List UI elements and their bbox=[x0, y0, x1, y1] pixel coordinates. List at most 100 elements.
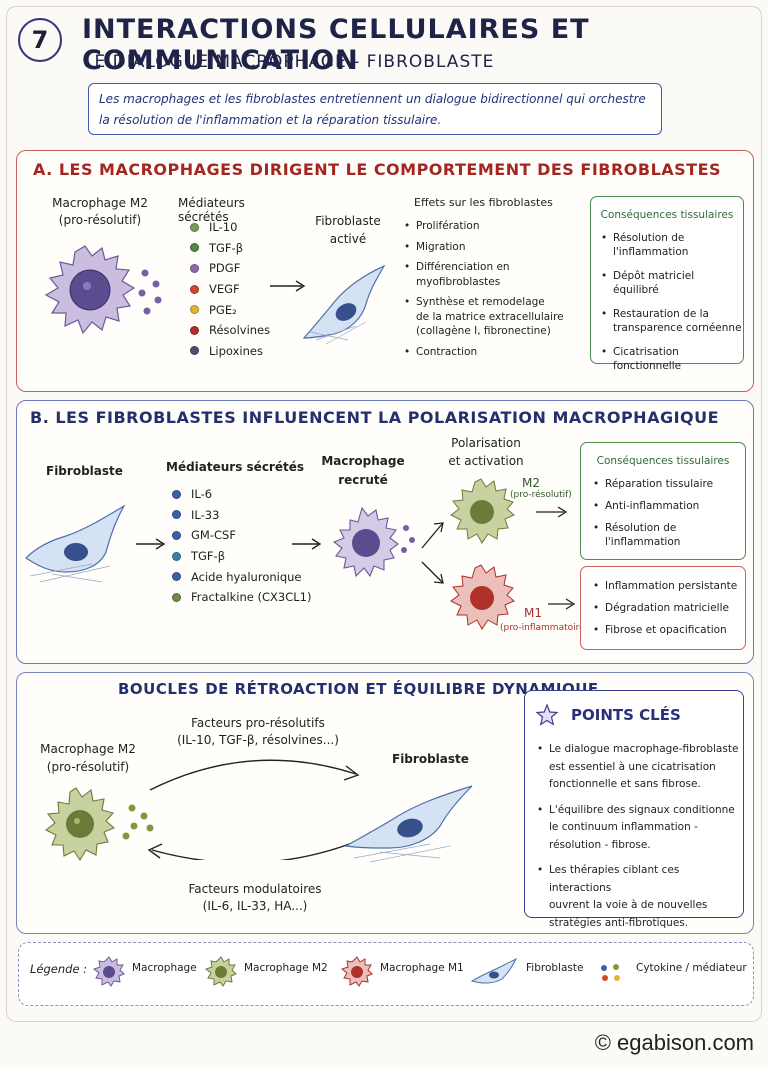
c-top-label: Facteurs pro-résolutifs (IL-10, TGF-β, r… bbox=[177, 716, 339, 747]
a-effect-item: Migration bbox=[404, 240, 592, 255]
a-macrophage-sub: (pro-résolutif) bbox=[58, 213, 142, 227]
b-m1-consequence-item: Fibrose et opacification bbox=[593, 623, 745, 637]
cytokine-dot-icon bbox=[190, 263, 199, 273]
a-macrophage-label: Macrophage M2 (pro-résolutif) bbox=[40, 196, 160, 227]
cytokine-dot-icon bbox=[190, 222, 199, 232]
page-subtitle: LE DIALOGUE MACROPHAGE - FIBROBLASTE bbox=[84, 52, 495, 72]
legend-macrophage-icon bbox=[92, 956, 125, 987]
a-consequences-list: Résolution de l'inflammation Dépôt matri… bbox=[601, 231, 743, 373]
b-m1-consequences-list: Inflammation persistante Dégradation mat… bbox=[593, 579, 745, 637]
b-split-arrows-icon bbox=[421, 522, 444, 584]
a-macrophage-name: Macrophage M2 bbox=[52, 196, 148, 210]
cytokine-dot-icon bbox=[190, 243, 199, 253]
b-recruited-macrophage-cell bbox=[332, 506, 415, 578]
c-fibroblast-label: Fibroblaste bbox=[392, 752, 469, 766]
a-effect-item: Différenciation en myofibroblastes bbox=[404, 260, 592, 289]
b-fibroblast-cell bbox=[25, 504, 126, 583]
c-feedback-loop-arrows bbox=[147, 759, 361, 860]
b-m2-arrow-icon bbox=[536, 506, 568, 518]
intro-line-2: la résolution de l'inflammation et la ré… bbox=[99, 113, 442, 127]
a-effect-item: Prolifération bbox=[404, 219, 592, 234]
a-mediators-title: Médiateurs sécrétés bbox=[178, 196, 245, 224]
b-m1-sub: (pro-inflammatoire) bbox=[500, 623, 589, 633]
b-mediator-item: IL-6 bbox=[172, 484, 311, 505]
key-point-item: Le dialogue macrophage-fibroblaste est e… bbox=[537, 741, 743, 794]
key-points-list: Le dialogue macrophage-fibroblaste est e… bbox=[537, 741, 743, 932]
b-consequences-title: Conséquences tissulaires bbox=[596, 455, 730, 467]
macrophage-icon bbox=[332, 506, 399, 578]
cytokine-dot-icon bbox=[172, 592, 181, 602]
cytokine-dot-icon bbox=[172, 551, 181, 561]
b-mediator-item: Acide hyaluronique bbox=[172, 566, 311, 587]
legend-box bbox=[18, 942, 754, 1006]
macrophage-m2-icon bbox=[450, 478, 515, 544]
legend-fibroblast-icon bbox=[470, 957, 518, 984]
a-effects-title: Effets sur les fibroblastes bbox=[414, 196, 553, 209]
b-m1-arrow-icon bbox=[548, 598, 576, 610]
b-mediators-title: Médiateurs sécrétés bbox=[166, 460, 305, 474]
a-consequence-item: Résolution de l'inflammation bbox=[601, 231, 743, 259]
a-consequence-item: Dépôt matriciel équilibré bbox=[601, 269, 743, 297]
cytokine-dot-icon bbox=[172, 572, 181, 582]
b-m2-consequence-item: Réparation tissulaire bbox=[593, 477, 745, 491]
b-m1-consequences-box: Inflammation persistante Dégradation mat… bbox=[580, 566, 746, 650]
a-mediator-item: PDGF bbox=[190, 258, 270, 279]
a-effect-item: Synthèse et remodelage de la matrice ext… bbox=[404, 295, 592, 339]
intro-box: Les macrophages et les fibroblastes entr… bbox=[88, 83, 662, 135]
b-m2-macrophage-cell bbox=[450, 478, 515, 544]
a-consequence-item: Cicatrisation fonctionnelle bbox=[601, 345, 743, 373]
section-b-title: B. LES FIBROBLASTES INFLUENCENT LA POLAR… bbox=[30, 408, 720, 427]
b-mediator-item: GM-CSF bbox=[172, 525, 311, 546]
legend-macrophage-m2-icon bbox=[204, 956, 237, 987]
b-m2-consequence-item: Résolution de l'inflammation bbox=[593, 521, 745, 549]
cytokine-dot-icon bbox=[172, 530, 181, 540]
a-fibroblast-label: Fibroblaste activé bbox=[308, 214, 388, 246]
a-mediators-list: IL-10 TGF-β PDGF VEGF PGE₂ Résolvines Li… bbox=[190, 217, 270, 361]
macrophage-icon bbox=[44, 245, 136, 335]
a-fibroblast-name: Fibroblaste bbox=[315, 214, 381, 228]
a-effect-item: Contraction bbox=[404, 345, 592, 360]
a-mediator-item: PGE₂ bbox=[190, 299, 270, 320]
fibroblast-icon bbox=[344, 785, 473, 863]
a-mediator-item: VEGF bbox=[190, 279, 270, 300]
copyright-text[interactable]: © egabison.com bbox=[594, 1030, 754, 1055]
b-mediator-item: TGF-β bbox=[172, 546, 311, 567]
macrophage-m1-icon bbox=[450, 564, 515, 630]
b-m2-sub: (pro-résolutif) bbox=[510, 490, 572, 500]
a-mediator-item: TGF-β bbox=[190, 238, 270, 259]
legend-label-macrophage: Macrophage bbox=[132, 962, 197, 974]
a-fibroblast-sub: activé bbox=[329, 232, 367, 246]
b-m2-label: M2 bbox=[522, 476, 540, 490]
a-mediator-item: Résolvines bbox=[190, 320, 270, 341]
fibroblast-icon bbox=[25, 504, 126, 583]
legend-label-macrophage-m2: Macrophage M2 bbox=[244, 962, 328, 974]
key-point-item: L'équilibre des signaux conditionne le c… bbox=[537, 802, 743, 855]
page-title: INTERACTIONS CELLULAIRES ET COMMUNICATIO… bbox=[82, 14, 590, 76]
legend-macrophage-m1-icon bbox=[340, 956, 373, 987]
cytokine-dot-icon bbox=[190, 284, 199, 294]
cytokine-dot-icon bbox=[190, 305, 199, 315]
key-points-box: POINTS CLÉS Le dialogue macrophage-fibro… bbox=[524, 690, 744, 929]
star-icon bbox=[535, 703, 559, 726]
key-points-header: POINTS CLÉS bbox=[535, 703, 743, 727]
b-mediator-item: Fractalkine (CX3CL1) bbox=[172, 587, 311, 608]
intro-line-1: Les macrophages et les fibroblastes entr… bbox=[99, 92, 646, 106]
a-arrow-icon bbox=[270, 280, 306, 292]
b-m1-label: M1 bbox=[524, 606, 542, 620]
legend-label-macrophage-m1: Macrophage M1 bbox=[380, 962, 464, 974]
key-points-title: POINTS CLÉS bbox=[571, 706, 681, 724]
b-m1-consequence-item: Inflammation persistante bbox=[593, 579, 745, 593]
cytokine-dot-icon bbox=[190, 346, 199, 356]
a-consequences-title: Conséquences tissulaires bbox=[600, 209, 734, 221]
b-recruited-label: Macrophage recruté bbox=[321, 454, 405, 487]
legend-title: Légende : bbox=[30, 962, 88, 976]
a-effects-list: Prolifération Migration Différenciation … bbox=[404, 219, 592, 359]
b-mediator-item: IL-33 bbox=[172, 505, 311, 526]
a-macrophage-m2-cell bbox=[44, 245, 162, 335]
macrophage-m2-icon bbox=[44, 787, 116, 862]
legend-label-fibroblast: Fibroblaste bbox=[526, 962, 584, 974]
cytokine-dot-icon bbox=[172, 510, 181, 520]
b-m2-consequence-item: Anti-inflammation bbox=[593, 499, 745, 513]
a-mediator-item: Lipoxines bbox=[190, 341, 270, 362]
b-m2-consequences-list: Réparation tissulaire Anti-inflammation … bbox=[593, 477, 745, 549]
